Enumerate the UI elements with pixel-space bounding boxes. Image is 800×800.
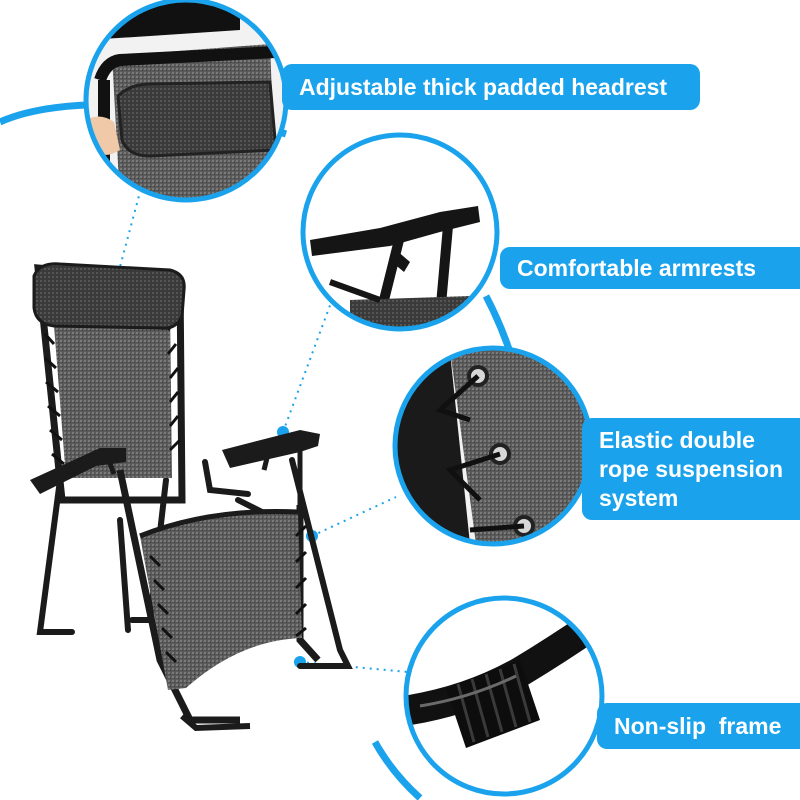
zero-gravity-chair bbox=[30, 262, 353, 732]
callout-headrest: Adjustable thick padded headrest bbox=[282, 64, 700, 110]
leader-lines bbox=[112, 191, 409, 673]
callout-armrests: Comfortable armrests bbox=[500, 247, 800, 289]
callout-frame-text: Non-slip frame bbox=[614, 712, 782, 739]
headrest-closeup bbox=[83, 0, 289, 203]
callout-suspension: Elastic double rope suspension system bbox=[582, 418, 800, 520]
callout-frame: Non-slip frame bbox=[597, 703, 800, 749]
suspension-closeup bbox=[392, 345, 594, 547]
callout-suspension-text: Elastic double rope suspension system bbox=[599, 426, 784, 511]
callout-headrest-text: Adjustable thick padded headrest bbox=[299, 73, 668, 100]
callout-armrests-text: Comfortable armrests bbox=[517, 254, 757, 281]
armrest-closeup bbox=[300, 132, 500, 332]
frame-closeup bbox=[403, 595, 605, 797]
